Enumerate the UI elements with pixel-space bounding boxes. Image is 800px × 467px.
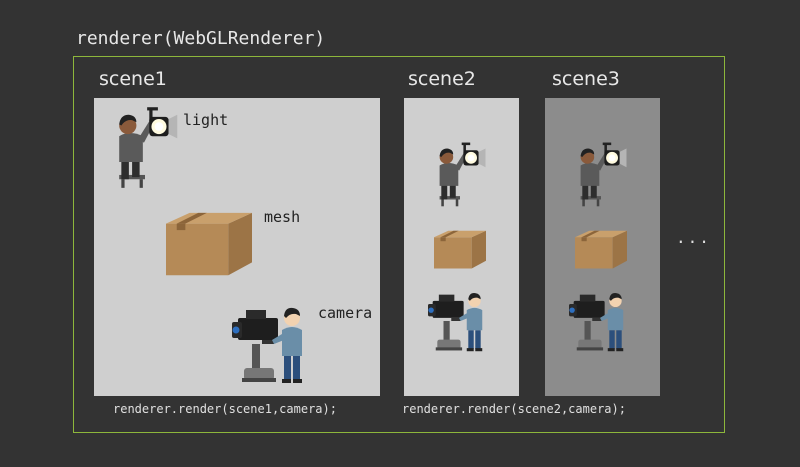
light-person-icon <box>119 107 178 188</box>
camera-operator-icon <box>232 307 302 383</box>
scene1-title: scene1 <box>99 68 167 90</box>
scene1-light-label: light <box>183 111 229 129</box>
scene1-camera-label: camera <box>318 304 373 322</box>
camera-operator-icon <box>569 293 624 352</box>
scene1-render-caption: renderer.render(scene1,camera); <box>113 402 337 416</box>
scene2-render-caption: renderer.render(scene2,camera); <box>402 402 626 416</box>
camera-operator-icon <box>428 293 483 352</box>
light-person-icon <box>439 142 486 207</box>
light-person-icon <box>580 142 627 207</box>
renderer-frame <box>73 56 725 433</box>
scene3-title: scene3 <box>552 68 620 90</box>
scene2-title: scene2 <box>408 68 476 90</box>
box-icon <box>166 212 252 276</box>
more-scenes-ellipsis: ... <box>676 228 711 247</box>
box-icon <box>575 230 627 269</box>
scene1-mesh-label: mesh <box>264 208 301 226</box>
box-icon <box>434 230 486 269</box>
renderer-title: renderer(WebGLRenderer) <box>76 28 326 49</box>
